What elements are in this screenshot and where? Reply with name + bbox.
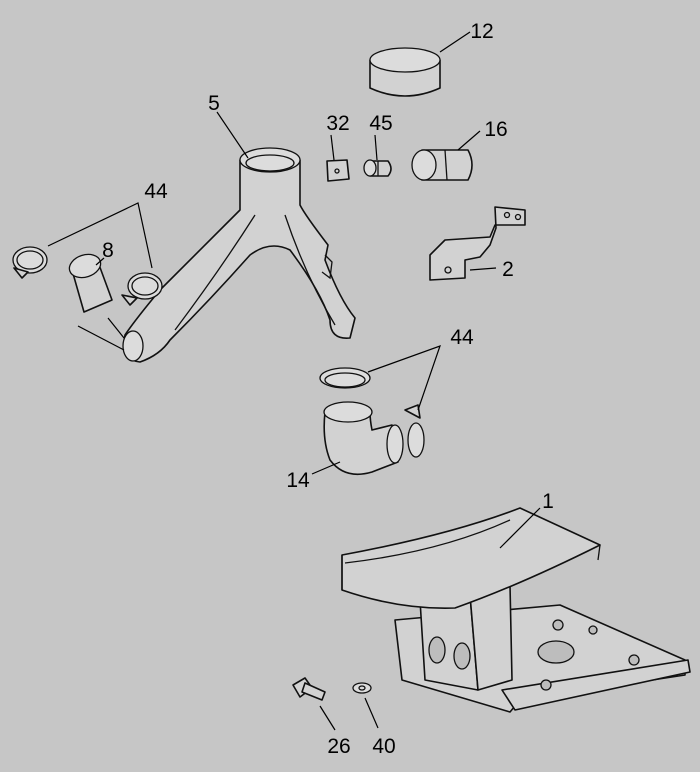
callout-16: 16 [484,118,507,141]
callout-44-upper: 44 [144,180,168,203]
part-1-support [341,507,691,713]
callout-12: 12 [470,20,493,43]
callout-14: 14 [286,469,310,492]
part-2-bracket [429,206,526,281]
part-14-elbow [311,401,404,476]
callout-40: 40 [372,735,395,758]
callout-44-lower: 44 [450,326,474,349]
callout-8: 8 [102,239,114,262]
part-45-spacer [363,134,392,177]
part-26-bolt [292,677,336,731]
callout-32: 32 [326,112,349,135]
part-44-clamps-upper [12,202,163,306]
part-40-washer [352,682,379,729]
part-32-square-nut [326,134,350,182]
part-8-hose-sleeve [68,253,125,351]
callout-2: 2 [502,258,514,281]
part-16-sleeve [411,130,481,181]
callout-26: 26 [327,735,350,758]
callout-5: 5 [208,92,220,115]
callout-1: 1 [542,490,554,513]
part-5-y-pipe [122,111,356,363]
part-12-cap [369,31,471,97]
callout-45: 45 [369,112,392,135]
part-44-clamps-lower [319,345,441,458]
